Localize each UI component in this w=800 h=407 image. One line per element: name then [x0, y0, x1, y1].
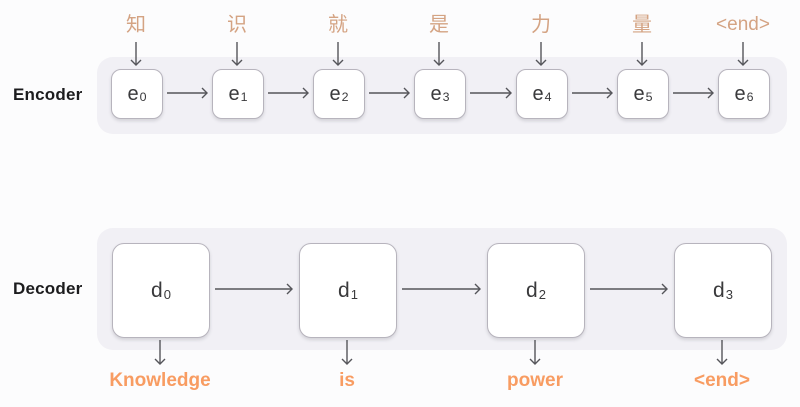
encoder-input-token-4: 力: [531, 14, 551, 36]
decoder-unit-d0-sub: 0: [163, 286, 171, 302]
decoder-unit-d3-base: d: [713, 278, 725, 302]
encoder-unit-e2-base: e: [329, 82, 341, 105]
encoder-unit-e4-base: e: [532, 82, 544, 105]
encoder-input-token-5: 量: [632, 14, 652, 36]
decoder-label: Decoder: [13, 279, 83, 298]
encoder-unit-e4-sub: 4: [544, 90, 552, 105]
encoder-unit-e3-sub: 3: [442, 90, 450, 105]
encoder-input-token-2: 就: [328, 14, 348, 36]
encoder-input-token-0: 知: [126, 14, 146, 36]
encoder-unit-e1-base: e: [228, 82, 240, 105]
decoder-output-token-1: is: [339, 370, 355, 391]
decoder-output-token-3: <end>: [694, 370, 750, 391]
encoder-unit-e0-sub: 0: [139, 90, 147, 105]
decoder-unit-d3-sub: 3: [725, 286, 733, 302]
decoder-unit-d0-base: d: [151, 278, 163, 302]
decoder-unit-d1-base: d: [338, 278, 350, 302]
encoder-input-token-1: 识: [227, 14, 247, 36]
decoder-unit-d2-sub: 2: [538, 286, 546, 302]
encoder-unit-e6-sub: 6: [746, 90, 754, 105]
encoder-unit-e1-sub: 1: [240, 90, 248, 105]
encoder-unit-e5-sub: 5: [645, 90, 653, 105]
decoder-output-token-0: Knowledge: [109, 370, 211, 391]
encoder-input-token-6: <end>: [716, 14, 770, 35]
encoder-unit-e5-base: e: [633, 82, 645, 105]
encoder-unit-e0-base: e: [127, 82, 139, 105]
decoder-unit-d2-base: d: [526, 278, 538, 302]
decoder-output-token-2: power: [507, 370, 563, 391]
encoder-unit-e2-sub: 2: [341, 90, 349, 105]
encoder-unit-e6-base: e: [734, 82, 746, 105]
decoder-unit-d1-sub: 1: [350, 286, 358, 302]
encoder-input-token-3: 是: [429, 14, 449, 36]
encoder-unit-e3-base: e: [430, 82, 442, 105]
encoder-label: Encoder: [13, 85, 83, 104]
